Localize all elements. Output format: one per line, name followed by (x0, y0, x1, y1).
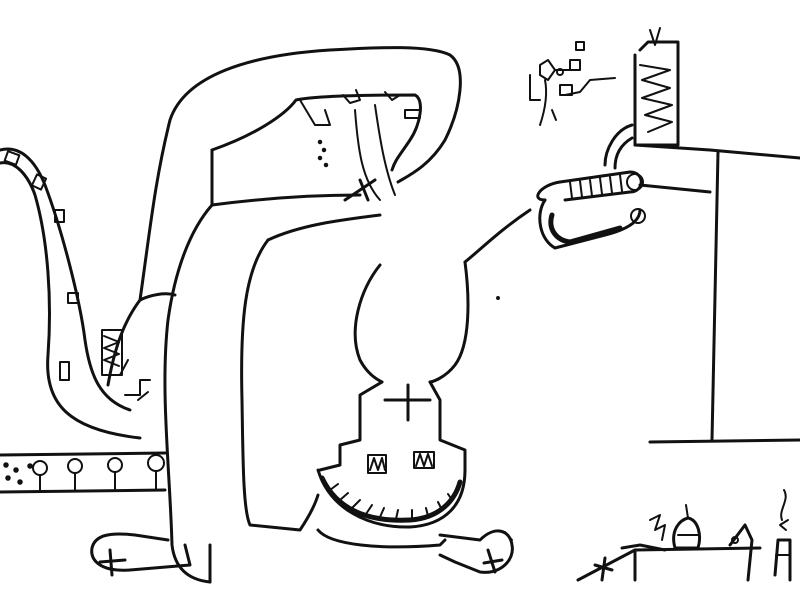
conveyor-ticks (569, 174, 623, 199)
upside-down-head (316, 260, 470, 529)
tube-inner-lines (299, 89, 421, 202)
small-figure (529, 41, 616, 126)
platform-dots (3, 462, 33, 485)
track-marks (3, 150, 79, 381)
candle-object (773, 489, 792, 582)
central-tube-structure (138, 46, 462, 584)
right-eye (413, 451, 435, 469)
zigzag-glyph (101, 329, 123, 376)
right-building (463, 143, 800, 444)
bell-object (672, 504, 702, 550)
left-eye (367, 454, 387, 474)
bottom-right-workbench (576, 489, 792, 582)
chimney-tower (603, 27, 680, 170)
bottom-feet (90, 528, 514, 584)
mouth-hatching (329, 483, 453, 520)
platform-posts (32, 454, 165, 491)
curved-conveyor (536, 170, 646, 250)
left-tentacle-track (0, 147, 177, 440)
left-foot-platform (0, 451, 167, 494)
